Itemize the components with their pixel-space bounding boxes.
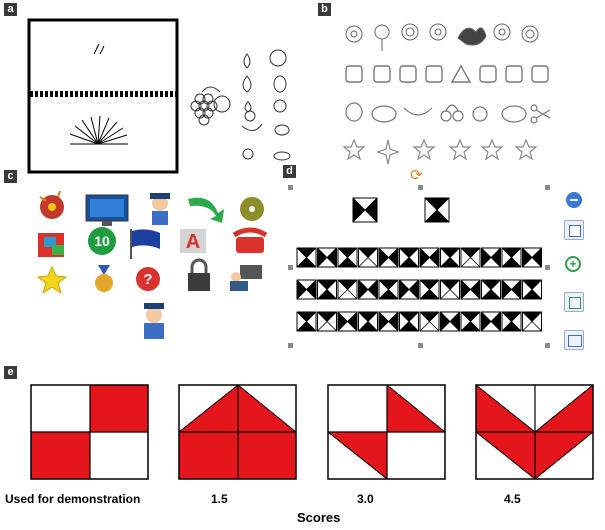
image-edit-icon[interactable] [564,220,584,240]
bowtie-glyph [317,311,337,332]
resize-handle[interactable] [545,343,550,348]
panel-c-figure: 10 A ? [36,190,268,339]
bowtie-glyph [460,247,481,268]
monitor-icon [85,194,129,226]
resize-handle[interactable] [545,265,550,270]
bowtie-glyph [522,311,542,332]
bowtie-glyph [501,279,522,300]
cd-icon [240,197,264,221]
bowtie-glyph [460,279,481,300]
policeman-target-icon [144,303,164,339]
caption-score-4-5: 4.5 [504,492,521,506]
panel-label-b: b [318,3,331,16]
bowtie-glyph [481,311,501,332]
number-10-icon: 10 [88,227,116,255]
question-mark-text: ? [143,271,152,288]
letter-a-text: A [186,231,200,253]
figure-score-1-5 [178,384,297,480]
padlock-icon [188,258,210,291]
bowtie-glyph [399,247,419,268]
bowtie-glyph [481,247,501,268]
resize-handle[interactable] [288,343,293,348]
bowtie-glyph [337,279,358,300]
green-arrow-icon [188,197,224,223]
row-fruits [345,102,551,124]
cube-icon [38,233,64,257]
bowtie-glyph [481,279,501,300]
bowtie-glyph [378,279,399,300]
caption-score-3-0: 3.0 [357,492,374,506]
bowtie-glyph [352,197,378,223]
resize-handle[interactable] [288,185,293,190]
bowtie-glyph [419,247,440,268]
panel-label-e: e [4,366,17,379]
bowtie-glyph [317,279,337,300]
bowtie-glyph [440,311,460,332]
bowtie-glyph [337,247,358,268]
bowtie-glyph [501,311,522,332]
caption-demonstration: Used for demonstration [5,492,141,506]
number-10-text: 10 [94,233,110,249]
rotate-icon[interactable]: ⟳ [410,167,423,184]
bowtie-glyph [399,279,419,300]
zoom-in-icon[interactable]: + [565,256,581,272]
figure-demonstration [30,384,149,480]
fan-lines [69,115,128,145]
bowtie-glyph [296,311,317,332]
bowtie-glyph [399,311,419,332]
bowtie-glyph [358,247,378,268]
bowtie-glyph [440,279,460,300]
bowtie-glyph [337,311,358,332]
caption-score-1-5: 1.5 [211,492,228,506]
panel-label-d: d [283,165,296,178]
panel-e-figures [30,384,594,480]
telephone-icon [232,227,268,253]
bowtie-glyph [522,279,542,300]
resize-handle[interactable] [545,185,550,190]
resize-handle[interactable] [288,265,293,270]
bowtie-glyph [378,247,399,268]
flag-icon [130,229,160,259]
resize-handle[interactable] [418,185,423,190]
bowtie-glyph [296,247,317,268]
star-icon [36,265,68,295]
bowtie-glyph [358,279,378,300]
bowtie-glyph [460,311,481,332]
bowtie-glyph [317,247,337,268]
panel-label-a: a [4,3,17,16]
bowtie-glyph [296,279,317,300]
bowtie-glyph [358,311,378,332]
row-stars [342,138,538,165]
computer-user-icon [230,265,262,291]
figure-score-4-5 [475,384,594,480]
crop-icon[interactable] [564,292,584,312]
panel-label-c: c [4,170,17,183]
row-flowers [345,23,539,51]
question-icon: ? [136,267,160,291]
resize-handle[interactable] [418,343,423,348]
window-icon[interactable] [564,330,584,350]
bowtie-glyph [419,311,440,332]
row-squares [345,64,549,83]
panel-d-figure [296,197,542,332]
bowtie-glyph [424,197,450,223]
minus-circle-icon[interactable] [566,192,582,208]
policeman-icon [150,193,170,225]
bowtie-glyph [378,311,399,332]
flower-icon [39,190,64,219]
bowtie-glyph [440,247,460,268]
figure-score-3-0 [327,384,446,480]
bowtie-glyph [501,247,522,268]
medal-icon [95,265,113,292]
panel-a-figure [27,18,291,174]
scores-caption: Scores [297,510,341,525]
bowtie-glyph [419,279,440,300]
fruit-sketches [190,49,291,161]
bowtie-glyph [522,247,542,268]
letter-a-icon: A [180,229,206,253]
panel-b-figure [342,23,551,165]
